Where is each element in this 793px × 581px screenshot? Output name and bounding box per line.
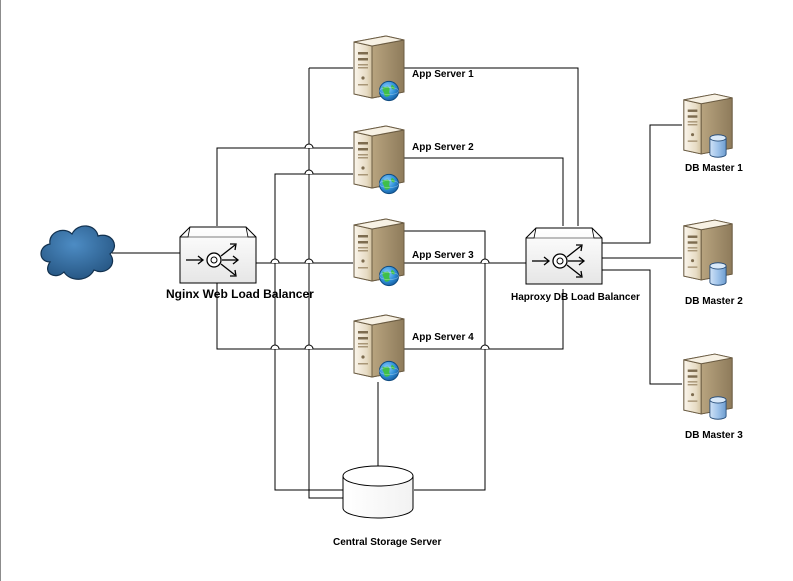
central-storage [342, 465, 414, 519]
haproxy-load-balancer [525, 227, 603, 285]
internet-cloud [40, 225, 115, 280]
storage-trunk-line [308, 68, 343, 499]
app4-to-haproxy-line [404, 289, 564, 350]
globe-icon [378, 173, 400, 195]
app-server-2 [353, 125, 405, 195]
nginx-label: Nginx Web Load Balancer [166, 287, 314, 301]
haproxy-label: Haproxy DB Load Balancer [511, 292, 640, 303]
connection-lines [112, 67, 682, 499]
haproxy-to-db3-line [600, 269, 682, 385]
db-master-1 [683, 93, 733, 158]
secondary-trunk-line [274, 173, 353, 491]
app-server-1 [353, 35, 405, 102]
cloud-icon [40, 225, 115, 280]
app-server-4-label: App Server 4 [412, 332, 474, 343]
crossing-hops [270, 143, 490, 350]
globe-icon [378, 265, 400, 287]
app-server-4 [353, 314, 405, 382]
db-master-2 [683, 219, 733, 286]
db-master-3-label: DB Master 3 [685, 430, 743, 441]
nginx-to-app2-line [216, 147, 353, 226]
storage-cylinder-icon [342, 476, 414, 519]
globe-icon [378, 80, 400, 102]
db-master-1-label: DB Master 1 [685, 163, 743, 174]
app-server-3 [353, 218, 405, 287]
db-cylinder-icon [709, 134, 727, 158]
app3-to-storage-line [404, 230, 486, 491]
db-master-3 [683, 353, 733, 420]
storage-label: Central Storage Server [333, 537, 442, 548]
app-server-1-label: App Server 1 [412, 69, 474, 80]
nginx-load-balancer [179, 226, 257, 284]
db-cylinder-icon [709, 396, 727, 420]
app-server-3-label: App Server 3 [412, 250, 474, 261]
globe-icon [378, 360, 400, 382]
db-master-2-label: DB Master 2 [685, 296, 743, 307]
page-edge [0, 0, 1, 581]
app-server-2-label: App Server 2 [412, 142, 474, 153]
app2-to-haproxy-line [404, 157, 564, 226]
db-cylinder-icon [709, 262, 727, 286]
storage-cylinder-top [342, 465, 414, 487]
haproxy-to-db1-line [600, 124, 682, 244]
app1-to-haproxy-line [404, 67, 579, 226]
